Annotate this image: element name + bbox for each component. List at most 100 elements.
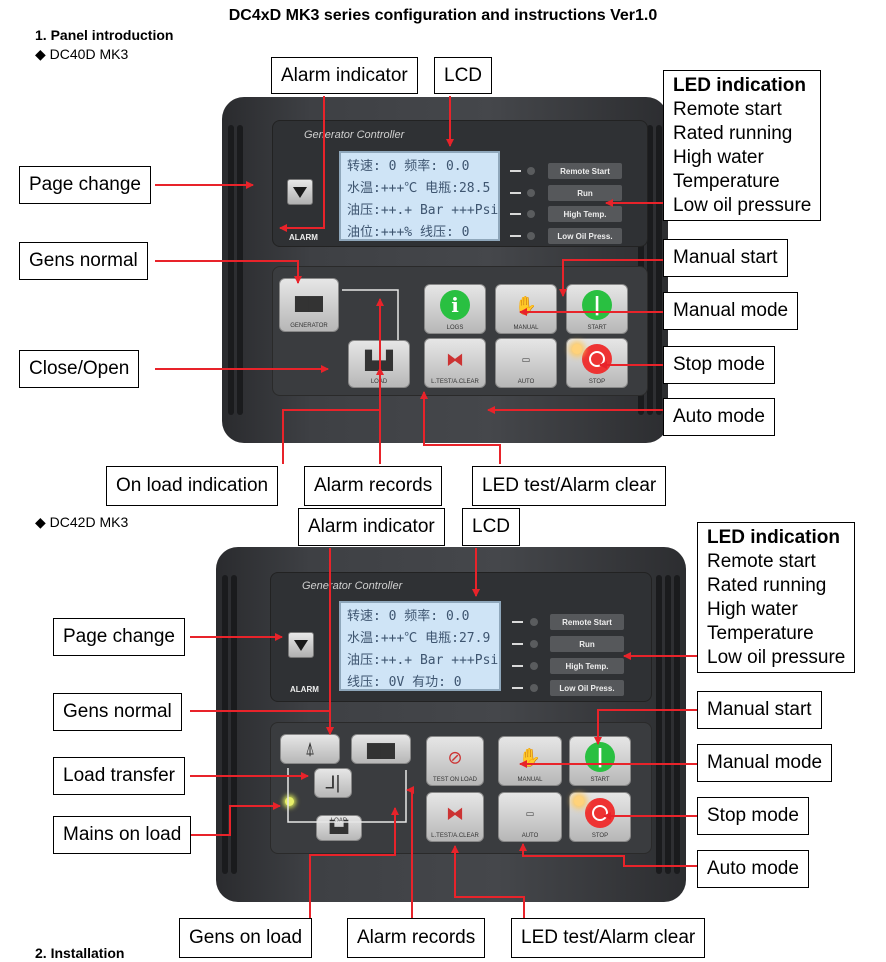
callout-manual-start: Manual start (663, 239, 788, 277)
generator-button[interactable]: ▆▆GENERATOR (279, 278, 339, 332)
start-button[interactable]: |START (566, 284, 628, 334)
callout-load-transfer: Load transfer (53, 757, 185, 795)
device-title: Generator Controller (304, 129, 405, 141)
load-button[interactable]: ▙▟LOAD (316, 815, 362, 841)
legend-item: Low oil pressure (707, 647, 846, 668)
pylon-icon: ⍋ (304, 738, 316, 759)
arrow-down-icon (294, 639, 308, 651)
callout-gens-on-load: Gens on load (179, 918, 313, 958)
callout-manual-start: Manual start (697, 691, 822, 729)
stop-icon (582, 344, 612, 375)
led-label-low-oil: Low Oil Press. (548, 228, 622, 244)
legend-title: LED indication (707, 527, 840, 548)
led-label-low-oil: Low Oil Press. (550, 680, 624, 696)
legend-item: Remote start (707, 551, 816, 572)
generator-icon: ▆▆ (295, 291, 323, 312)
lcd-screen: 转速: 0 频率: 0.0 水温:+++℃ 电瓶:27.9 油压:++.+ Ba… (339, 601, 501, 691)
led-indication-legend: LED indication Remote start Rated runnin… (663, 70, 822, 221)
alarm-label: ALARM (289, 233, 318, 242)
lcd-line: 水温:+++℃ 电瓶:28.5 (347, 181, 491, 196)
transfer-switch-icon: ⅃| (325, 772, 341, 793)
section-heading-panel: 1. Panel introduction (35, 27, 174, 43)
callout-alarm-indicator: Alarm indicator (271, 57, 418, 94)
led-label-high-temp: High Temp. (548, 206, 622, 222)
callout-close-open: Close/Open (19, 350, 140, 388)
factory-icon: ▙▟ (329, 819, 349, 834)
page-change-button[interactable] (288, 632, 314, 658)
start-icon: | (585, 742, 615, 773)
callout-alarm-records: Alarm records (347, 918, 486, 958)
mains-on-load-led (285, 797, 294, 806)
info-icon: i (440, 290, 470, 321)
auto-button[interactable]: ▭AUTO (495, 338, 557, 388)
alarm-label: ALARM (290, 685, 319, 694)
bowtie-icon: ⧓ (446, 803, 464, 824)
device-title: Generator Controller (302, 580, 403, 592)
stop-led-indicator (572, 344, 582, 354)
lcd-line: 转速: 0 频率: 0.0 (347, 159, 470, 174)
legend-item: Rated running (673, 123, 793, 144)
callout-stop-mode: Stop mode (663, 346, 775, 384)
led-indication-legend: LED indication Remote start Rated runnin… (697, 522, 856, 673)
led-test-alarm-clear-button[interactable]: ⧓L.TEST/A.CLEAR (426, 792, 484, 842)
start-icon: | (582, 290, 612, 321)
callout-stop-mode: Stop mode (697, 797, 809, 835)
callout-auto-mode: Auto mode (697, 850, 809, 888)
callout-led-test-alarm-clear: LED test/Alarm clear (511, 918, 706, 958)
callout-led-test-alarm-clear: LED test/Alarm clear (472, 466, 667, 506)
manual-button[interactable]: ✋MANUAL (495, 284, 557, 334)
load-transfer-button[interactable]: ⅃| (314, 768, 352, 798)
legend-item: Temperature (707, 623, 814, 644)
model-heading-dc40d: ◆ DC40D MK3 (35, 46, 129, 62)
callout-page-change: Page change (53, 618, 185, 656)
model-heading-dc42d: ◆ DC42D MK3 (35, 514, 129, 530)
test-on-load-button[interactable]: ⊘TEST ON LOAD (426, 736, 484, 786)
led-label-remote-start: Remote Start (550, 614, 624, 630)
callout-gens-normal: Gens normal (19, 242, 148, 280)
lcd-line: 水温:+++℃ 电瓶:27.9 (347, 631, 491, 646)
legend-item: High water (673, 147, 764, 168)
lcd-line: 油压:++.+ Bar +++Psi (347, 653, 499, 668)
callout-mains-on-load: Mains on load (53, 816, 192, 854)
legend-title: LED indication (673, 75, 806, 96)
lcd-line: 线压: 0V 有功: 0 (347, 675, 462, 690)
bowtie-icon: ⧓ (446, 349, 464, 370)
page-change-button[interactable] (287, 179, 313, 205)
manual-button[interactable]: ✋MANUAL (498, 736, 562, 786)
callout-manual-mode: Manual mode (697, 744, 833, 782)
callout-gens-normal: Gens normal (53, 693, 182, 731)
legend-item: Low oil pressure (673, 195, 812, 216)
lcd-line: 油位:+++% 线压: 0 (347, 225, 470, 240)
generator-icon: ▆▆ (367, 738, 395, 759)
led-label-run: Run (550, 636, 624, 652)
callout-auto-mode: Auto mode (663, 398, 775, 436)
legend-item: Remote start (673, 99, 782, 120)
callout-manual-mode: Manual mode (663, 292, 799, 330)
callout-on-load-indication: On load indication (106, 466, 279, 506)
mains-button[interactable]: ⍋ (280, 734, 340, 764)
led-label-remote-start: Remote Start (548, 163, 622, 179)
led-label-run: Run (548, 185, 622, 201)
arrow-down-icon (293, 186, 307, 198)
callout-lcd: LCD (462, 508, 521, 546)
stop-led-indicator (574, 796, 584, 806)
callout-page-change: Page change (19, 166, 151, 204)
led-label-high-temp: High Temp. (550, 658, 624, 674)
legend-item: Temperature (673, 171, 780, 192)
no-mains-icon: ⊘ (447, 747, 463, 768)
callout-lcd: LCD (434, 57, 493, 94)
led-test-alarm-clear-button[interactable]: ⧓L.TEST/A.CLEAR (424, 338, 486, 388)
legend-item: High water (707, 599, 798, 620)
auto-button[interactable]: ▭AUTO (498, 792, 562, 842)
stop-button[interactable]: STOP (566, 338, 628, 388)
callout-alarm-records: Alarm records (304, 466, 443, 506)
lcd-line: 转速: 0 频率: 0.0 (347, 609, 470, 624)
generator-button[interactable]: ▆▆ (351, 734, 411, 764)
legend-item: Rated running (707, 575, 827, 596)
section-heading-installation: 2. Installation (35, 945, 125, 961)
auto-icon: ▭ (521, 354, 531, 365)
document-title: DC4xD MK3 series configuration and instr… (228, 7, 658, 24)
lcd-screen: 转速: 0 频率: 0.0 水温:+++℃ 电瓶:28.5 油压:++.+ Ba… (339, 151, 500, 241)
